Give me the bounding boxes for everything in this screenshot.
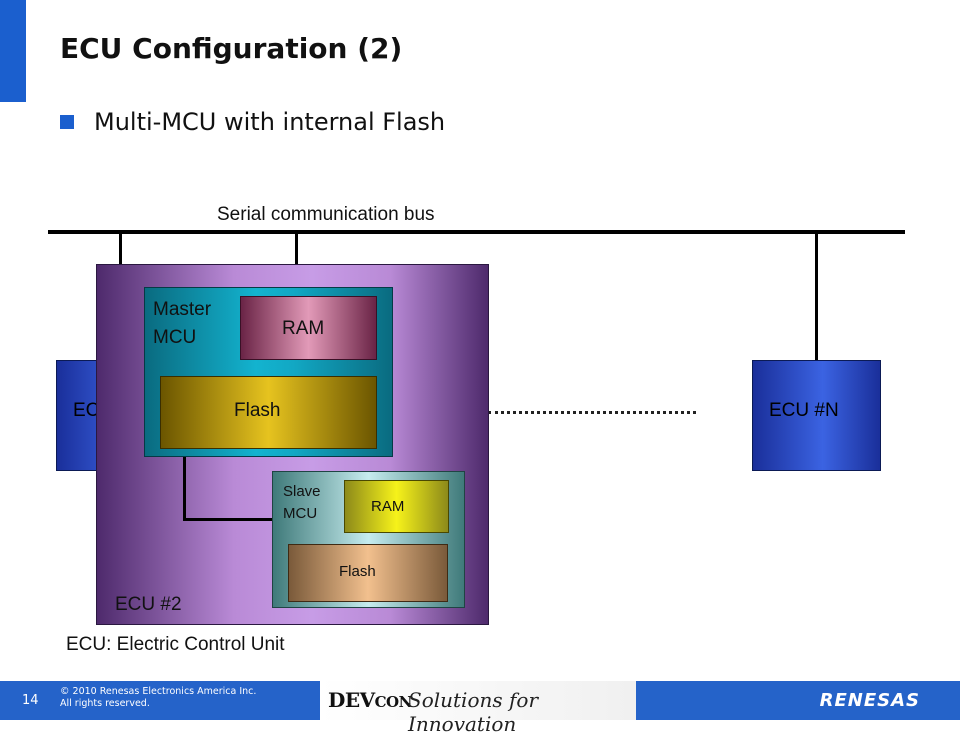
- square-bullet-icon: [60, 115, 74, 129]
- renesas-logo: RENESAS: [819, 690, 920, 711]
- ellipsis-dotted-line: [488, 411, 696, 414]
- page-number: 14: [22, 693, 39, 708]
- bus-label: Serial communication bus: [217, 204, 435, 225]
- slave-flash-box: [288, 544, 448, 602]
- master-ram-label: RAM: [282, 318, 325, 339]
- slave-ram-label: RAM: [371, 498, 405, 515]
- serial-bus-line: [48, 230, 905, 234]
- ecu-n-box: [752, 360, 881, 471]
- slave-flash-label: Flash: [339, 563, 376, 580]
- master-mcu-label: Master MCU: [153, 299, 212, 348]
- footnote: ECU: Electric Control Unit: [66, 634, 285, 655]
- devcon-logo-dev: DEV: [328, 688, 375, 712]
- slide-title: ECU Configuration (2): [60, 32, 403, 65]
- copyright-notice: © 2010 Renesas Electronics America Inc. …: [60, 686, 256, 710]
- bullet-item: Multi-MCU with internal Flash: [60, 108, 445, 136]
- master-flash-box: [160, 376, 377, 449]
- devcon-logo-con: CON: [374, 693, 413, 711]
- copyright-line-1: © 2010 Renesas Electronics America Inc.: [60, 686, 257, 697]
- master-slave-link-vertical: [183, 457, 186, 521]
- slave-mcu-label: Slave MCU: [283, 483, 321, 522]
- master-ram-box: [240, 296, 377, 360]
- tagline: Solutions for Innovation: [408, 688, 538, 736]
- bullet-text: Multi-MCU with internal Flash: [94, 108, 446, 136]
- master-flash-label: Flash: [234, 400, 281, 421]
- bus-drop-ecun: [815, 232, 818, 361]
- footer-center-panel: DEVCON Solutions for Innovation: [320, 681, 636, 736]
- ecu-2-label: ECU #2: [115, 594, 182, 615]
- slave-ram-box: [344, 480, 449, 533]
- footer-right-panel: RENESAS: [636, 681, 960, 720]
- master-slave-link-horizontal: [183, 518, 273, 521]
- title-accent-bar: [0, 0, 26, 102]
- ecu-n-label: ECU #N: [769, 400, 839, 421]
- slide-footer: 14 © 2010 Renesas Electronics America In…: [0, 681, 960, 736]
- bus-drop-master: [295, 232, 298, 288]
- devcon-logo: DEVCON: [328, 688, 412, 712]
- copyright-line-2: All rights reserved.: [60, 698, 150, 709]
- footer-left-panel: 14 © 2010 Renesas Electronics America In…: [0, 681, 320, 720]
